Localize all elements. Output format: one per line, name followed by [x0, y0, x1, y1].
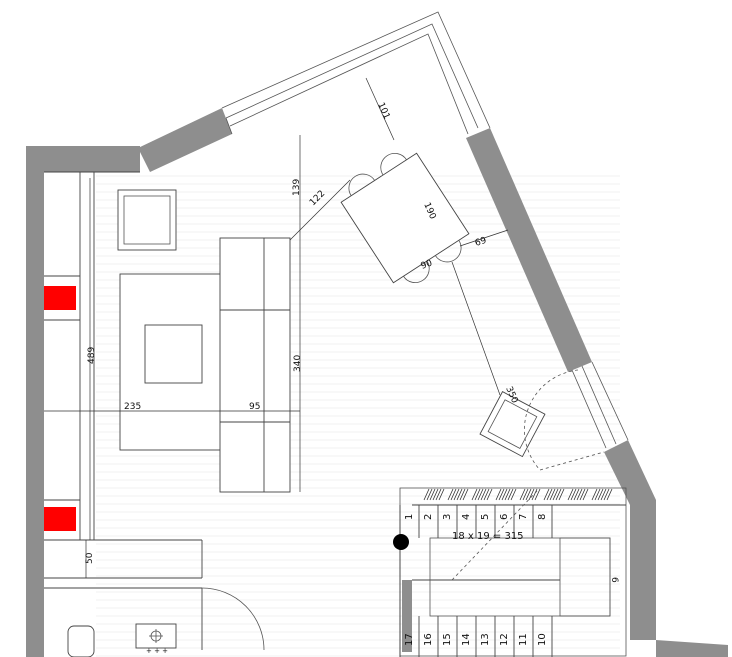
staircase [399, 487, 627, 657]
partitions [44, 171, 203, 589]
stair-step-number: 10 [537, 633, 548, 646]
lounge-chair [479, 391, 546, 458]
wall-top-slant [138, 108, 232, 172]
stair-step-number: 8 [537, 514, 548, 520]
stair-formula: 18 x 19 = 315 [452, 531, 524, 542]
stair-step-number: 17 [404, 633, 415, 646]
coffee-table [144, 324, 203, 384]
stair-step-number: 1 [404, 514, 415, 520]
stair-step-number: 7 [518, 514, 529, 520]
wall-right-slant-lower [604, 440, 656, 640]
dimension-lines [44, 77, 509, 578]
dining-set [340, 152, 470, 284]
svg-text:+ + +: + + + [146, 647, 168, 655]
stair-step-number: 3 [442, 514, 453, 520]
dim-489: 489 [87, 347, 97, 364]
dim-6: 6 [609, 577, 619, 583]
door-swing-balcony [524, 369, 579, 471]
stair-step-number: 14 [461, 633, 472, 646]
wall-stair-left [402, 580, 412, 652]
exterior-walls [26, 108, 728, 657]
sofa [219, 237, 291, 493]
heater-upper [44, 286, 76, 310]
wall-right-slant-upper [466, 128, 592, 372]
stair-step-number: 12 [499, 633, 510, 646]
dim-69: 69 [474, 236, 488, 249]
dim-235: 235 [124, 402, 141, 412]
heater-lower [44, 507, 76, 531]
armchair [117, 189, 177, 251]
dim-340: 340 [293, 355, 303, 372]
window-frame [221, 11, 629, 449]
lower-step-labels: 17 16 15 14 13 12 11 10 [404, 633, 548, 646]
toilet [67, 625, 95, 657]
wall-top-left [26, 146, 140, 657]
stair-step-number: 11 [518, 633, 529, 646]
location-marker [393, 534, 409, 550]
upper-step-labels: 1 2 3 4 5 6 7 8 [404, 514, 548, 520]
dim-50: 50 [85, 552, 95, 564]
dim-90: 90 [420, 258, 434, 271]
stair-step-number: 6 [499, 514, 510, 520]
dim-95: 95 [249, 402, 260, 412]
stair-step-number: 16 [423, 633, 434, 646]
stair-step-number: 4 [461, 514, 472, 520]
bathroom-fixtures: + + + [67, 623, 177, 657]
wall-right-bottom [656, 640, 728, 657]
stair-hatch [423, 488, 613, 501]
stair-step-number: 5 [480, 514, 491, 520]
stair-treads [399, 505, 553, 657]
living-furniture [117, 189, 291, 493]
stair-step-number: 15 [442, 633, 453, 646]
stair-step-number: 2 [423, 514, 434, 520]
stair-step-number: 13 [480, 633, 491, 646]
dim-101: 101 [375, 101, 391, 121]
dining-table [340, 152, 470, 284]
dim-139: 139 [292, 179, 302, 196]
